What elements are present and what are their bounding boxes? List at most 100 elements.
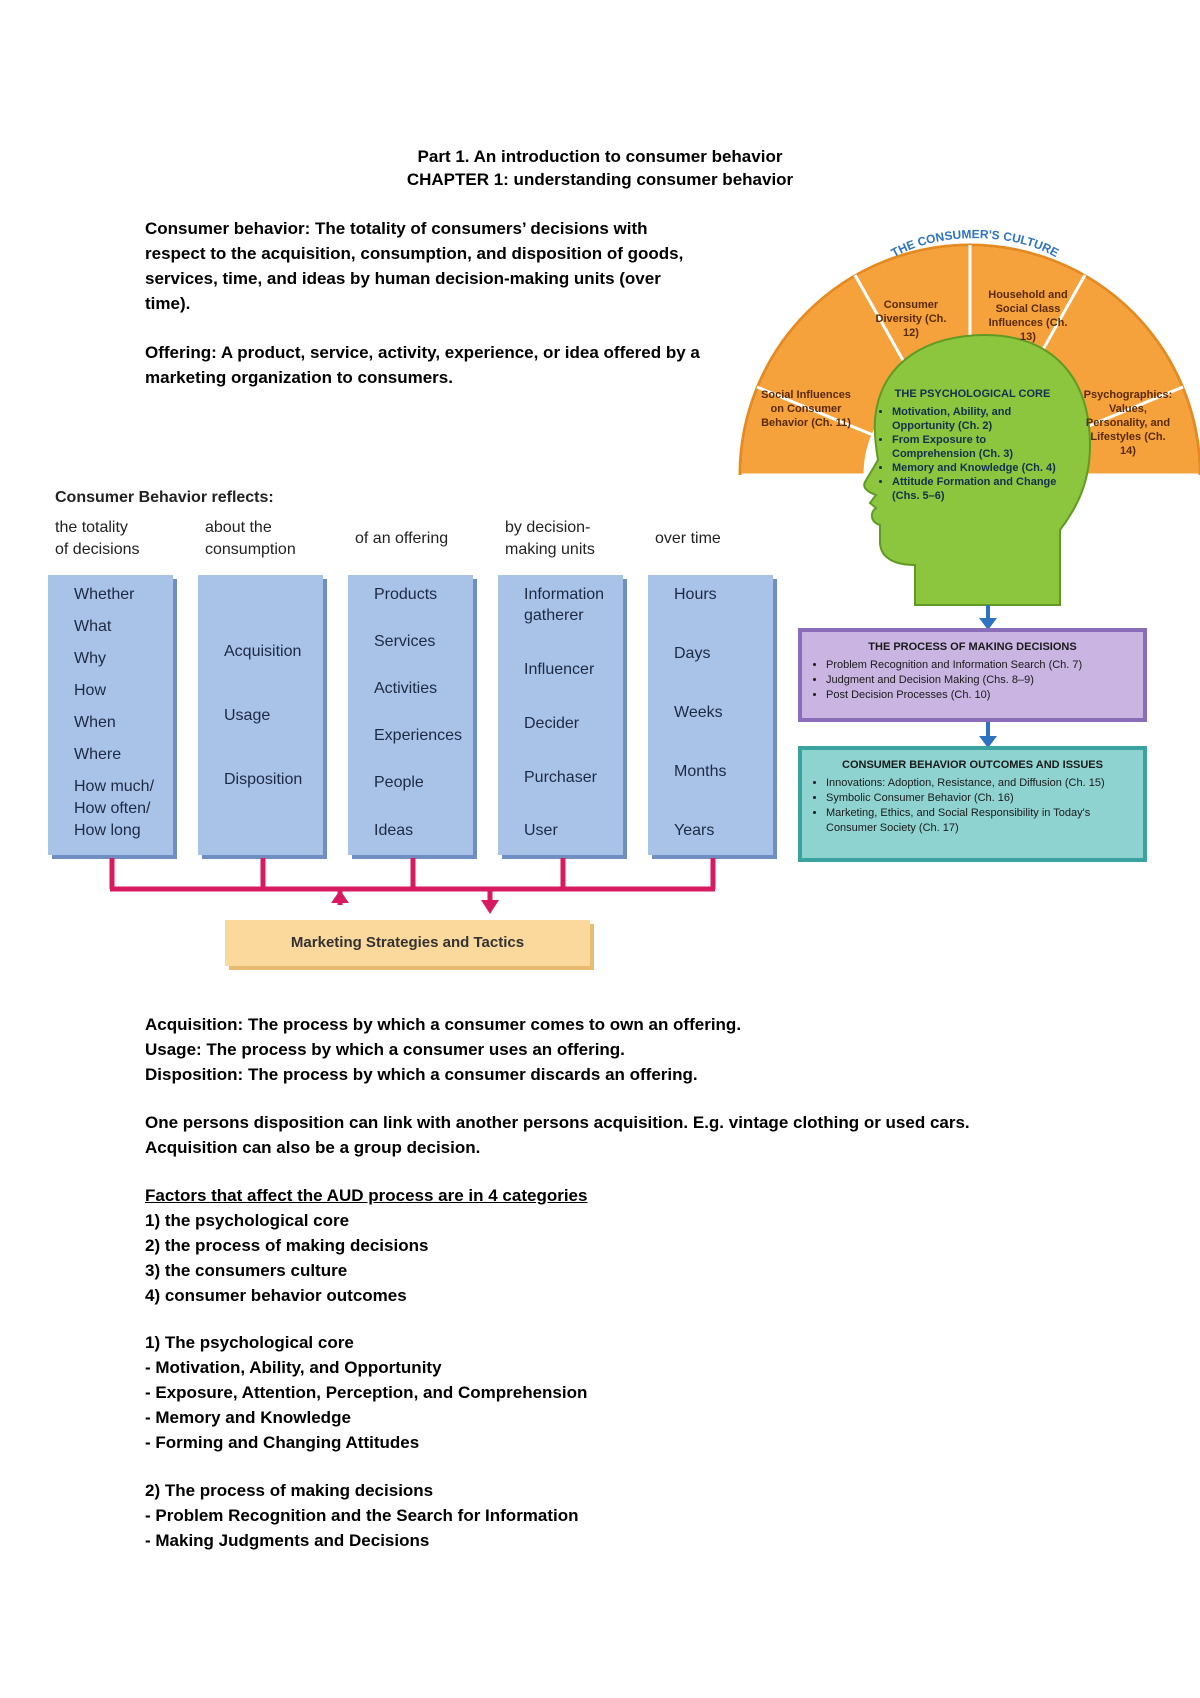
factors-section: Factors that affect the AUD process are … [145,1183,587,1308]
column-item: Acquisition [224,643,302,660]
decision-units-column: Information gatherer Influencer Decider … [498,575,623,855]
decisions-item: Problem Recognition and Information Sear… [826,658,1133,673]
factor-item: 4) consumer behavior outcomes [145,1286,407,1305]
column-item: Information [524,586,605,603]
column-item: gatherer [524,607,584,624]
column-header: of an offering [355,530,449,547]
column-item: Experiences [374,727,463,744]
section-title: 2) The process of making decisions [145,1481,434,1500]
offering-column: Products Services Activities Experiences… [348,575,473,855]
down-arrow-icon [979,618,997,630]
outcomes-title: CONSUMER BEHAVIOR OUTCOMES AND ISSUES [842,759,1103,771]
column-header: over time [655,530,721,547]
factors-title: Factors that affect the AUD process are … [145,1186,588,1205]
column-item: Activities [374,680,438,697]
column-item: Services [374,633,436,650]
core-item: From Exposure to Comprehension (Ch. 3) [892,433,1065,461]
section-title: 1) The psychological core [145,1333,354,1352]
column-item: Decider [524,715,580,732]
column-item: How [74,682,107,699]
column-item: What [74,618,112,635]
aud-definitions: Acquisition: The process by which a cons… [145,1012,741,1087]
segment-psychographics: Psychographics: Values, Personality, and… [1083,389,1173,457]
column-item: How much/ [74,778,155,795]
segment-diversity: Consumer Diversity (Ch. 12) [875,299,947,339]
strategies-box: Marketing Strategies and Tactics [225,920,590,966]
text-line: Offering: A product, service, activity, … [145,343,700,362]
factor-item: 1) the psychological core [145,1211,350,1230]
disposition-note: One persons disposition can link with an… [145,1110,970,1160]
column-item: How often/ [74,800,151,817]
core-item: Memory and Knowledge (Ch. 4) [892,461,1065,475]
text-line: marketing organization to consumers. [145,368,453,387]
column-item: Hours [674,586,717,603]
column-header: by decision-making units [505,519,595,558]
core-item: Motivation, Ability, and Opportunity (Ch… [892,405,1065,433]
model-graphic: THE CONSUMER'S CULTURE [738,227,1200,862]
psychological-core: THE PSYCHOLOGICAL CORE Motivation, Abili… [880,387,1065,503]
section-item: - Problem Recognition and the Search for… [145,1506,579,1525]
chapter-title: CHAPTER 1: understanding consumer behavi… [406,170,794,189]
column-item: Months [674,763,727,780]
text-line: Consumer behavior: The totality of consu… [145,219,648,238]
outcomes-item: Symbolic Consumer Behavior (Ch. 16) [826,791,1133,806]
outcomes-item: Marketing, Ethics, and Social Responsibi… [826,806,1133,836]
factor-item: 3) the consumers culture [145,1261,348,1280]
down-arrow-icon [979,736,997,748]
up-arrow-icon [331,890,349,903]
core-title: THE PSYCHOLOGICAL CORE [894,388,1051,400]
decisions-section: 2) The process of making decisions - Pro… [145,1478,579,1553]
column-item: Products [374,586,438,603]
section-item: - Motivation, Ability, and Opportunity [145,1358,442,1377]
decisions-box: THE PROCESS OF MAKING DECISIONS Problem … [800,632,1145,711]
psychological-core-section: 1) The psychological core - Motivation, … [145,1330,587,1455]
section-item: - Memory and Knowledge [145,1408,351,1427]
segment-household: Household and Social Class Influences (C… [988,289,1068,343]
diagram-title: Consumer Behavior reflects: [55,489,274,506]
column-item: Usage [224,707,271,724]
decisions-item: Judgment and Decision Making (Chs. 8–9) [826,673,1133,688]
text-line: Disposition: The process by which a cons… [145,1065,698,1084]
consumer-behavior-definition: Consumer behavior: The totality of consu… [145,216,683,316]
text-line: Usage: The process by which a consumer u… [145,1040,625,1059]
factor-item: 2) the process of making decisions [145,1236,429,1255]
consumption-column: Acquisition Usage Disposition [198,575,323,855]
column-item: Whether [74,586,135,603]
text-line: services, time, and ideas by human decis… [145,269,661,288]
decisions-title: THE PROCESS OF MAKING DECISIONS [868,641,1077,653]
time-column: Hours Days Weeks Months Years [648,575,773,855]
text-line: Acquisition can also be a group decision… [145,1138,481,1157]
column-item: Weeks [674,704,723,721]
column-item: When [74,714,116,731]
column-item: Disposition [224,771,303,788]
column-item: User [524,822,558,839]
column-item: Why [74,650,106,667]
connector-lines [109,858,716,914]
section-item: - Exposure, Attention, Perception, and C… [145,1383,588,1402]
text-line: One persons disposition can link with an… [145,1113,970,1132]
part-title: Part 1. An introduction to consumer beha… [417,147,783,166]
column-item: Days [674,645,711,662]
column-item: Years [674,822,715,839]
column-item: Where [74,746,122,763]
outcomes-box: CONSUMER BEHAVIOR OUTCOMES AND ISSUES In… [800,750,1145,844]
column-item: How long [74,822,141,839]
segment-social: Social Influences on Consumer Behavior (… [761,389,851,429]
column-item: Ideas [374,822,414,839]
decisions-column: Whether What Why How When Where How much… [48,575,173,855]
decisions-item: Post Decision Processes (Ch. 10) [826,688,1133,703]
section-item: - Making Judgments and Decisions [145,1531,430,1550]
text-line: time). [145,294,191,313]
text-line: Acquisition: The process by which a cons… [145,1015,742,1034]
section-item: - Forming and Changing Attitudes [145,1433,420,1452]
outcomes-item: Innovations: Adoption, Resistance, and D… [826,776,1133,791]
column-item: Purchaser [524,769,597,786]
core-item: Attitude Formation and Change (Chs. 5–6) [892,475,1065,503]
column-item: People [374,774,424,791]
offering-definition: Offering: A product, service, activity, … [145,340,700,390]
text-line: respect to the acquisition, consumption,… [145,244,684,263]
column-item: Influencer [524,661,595,678]
down-arrow-icon [481,900,499,914]
